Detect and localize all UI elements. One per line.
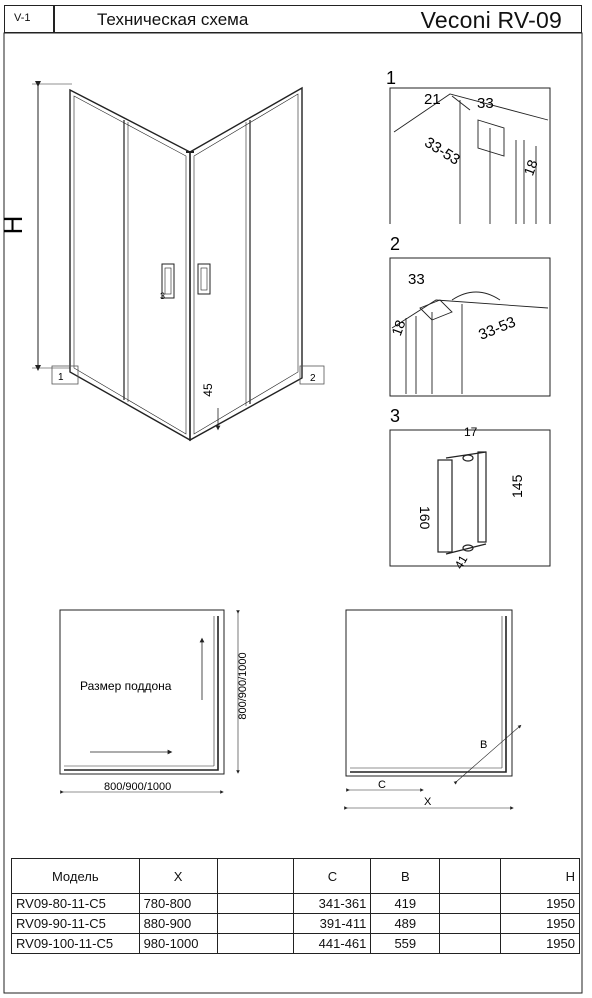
cell-c: 441-461 <box>293 933 372 954</box>
cell-x: 980-1000 <box>138 933 218 954</box>
sheet-title: Техническая схема <box>97 10 249 29</box>
detail-1-dim-c: 33-53 <box>421 134 463 169</box>
callout-3: 3 <box>160 291 165 301</box>
callout-1: 1 <box>58 372 64 383</box>
height-dimension <box>32 81 72 371</box>
cell-blank <box>439 893 501 914</box>
cell-h: 1950 <box>499 933 581 954</box>
version-label: V-1 <box>14 12 31 24</box>
detail-1-dim-a: 21 <box>424 91 441 108</box>
plan-right-x-label: X <box>424 796 432 808</box>
detail-1-dim-b: 33 <box>477 95 494 112</box>
cell-model: RV09-80-11-C5 <box>11 893 140 914</box>
cell-h: 1950 <box>499 913 581 934</box>
cell-b: 489 <box>370 913 441 934</box>
header-h: H <box>499 858 581 894</box>
cell-x: 880-900 <box>138 913 218 934</box>
header-x: X <box>138 858 218 894</box>
door-gap-label: 45 <box>201 383 215 397</box>
cell-blank <box>216 933 295 954</box>
detail-2-dim-c: 33-53 <box>476 314 518 344</box>
plan-left-depth-label: 800/900/1000 <box>237 652 249 719</box>
plan-left-drawing: Размер поддона 800/900/1000 800/900/1000 <box>59 609 249 794</box>
main-view-drawing: H 3 45 1 2 <box>0 81 325 442</box>
detail-2-dim-b: 18 <box>388 317 408 337</box>
header-b: B <box>370 858 441 894</box>
cell-blank <box>216 893 295 914</box>
detail-2-dim-a: 33 <box>408 271 425 288</box>
detail-3-drawing: 3 17 160 145 41 <box>389 406 551 572</box>
right-wall <box>186 86 303 442</box>
detail-1-dim-d: 18 <box>520 157 540 177</box>
cell-h: 1950 <box>499 893 581 914</box>
table-row: RV09-80-11-C5 780-800 341-361 419 1950 <box>11 893 581 914</box>
detail-1-number: 1 <box>386 68 396 88</box>
header-model: Модель <box>11 858 140 894</box>
detail-3-dim-c: 145 <box>509 474 525 498</box>
cell-b: 419 <box>370 893 441 914</box>
callout-2: 2 <box>310 373 316 384</box>
detail-3-dim-d: 41 <box>452 553 471 572</box>
header-c: C <box>293 858 372 894</box>
detail-3-dim-b: 160 <box>417 506 433 530</box>
cell-b: 559 <box>370 933 441 954</box>
detail-2-drawing: 2 33 18 33-53 <box>388 234 551 397</box>
tray-size-label: Размер поддона <box>80 679 172 693</box>
model-title: Veconi RV-09 <box>420 7 562 33</box>
plan-right-c-label: C <box>378 779 386 791</box>
spec-table: Модель X C B H RV09-80-11-C5 780-800 341… <box>11 858 581 954</box>
detail-2-number: 2 <box>390 234 400 254</box>
cell-x: 780-800 <box>138 893 218 914</box>
cell-model: RV09-90-11-C5 <box>11 913 140 934</box>
detail-3-dim-a: 17 <box>464 425 478 439</box>
cell-blank <box>439 913 501 934</box>
height-label: H <box>0 216 28 235</box>
table-header-row: Модель X C B H <box>11 858 581 894</box>
plan-right-drawing: C B X <box>344 609 522 810</box>
cell-model: RV09-100-11-C5 <box>11 933 140 954</box>
plan-left-width-label: 800/900/1000 <box>104 781 171 793</box>
table-row: RV09-100-11-C5 980-1000 441-461 559 1950 <box>11 933 581 954</box>
header-blank-2 <box>439 858 501 894</box>
plan-right-b-label: B <box>480 739 487 751</box>
detail-1-drawing: 1 21 33 33-53 18 <box>386 68 551 224</box>
header-blank-1 <box>216 858 295 894</box>
left-wall <box>69 88 191 442</box>
cell-c: 391-411 <box>293 913 372 934</box>
detail-3-number: 3 <box>390 406 400 426</box>
table-row: RV09-90-11-C5 880-900 391-411 489 1950 <box>11 913 581 934</box>
cell-blank <box>439 933 501 954</box>
cell-blank <box>216 913 295 934</box>
cell-c: 341-361 <box>293 893 372 914</box>
